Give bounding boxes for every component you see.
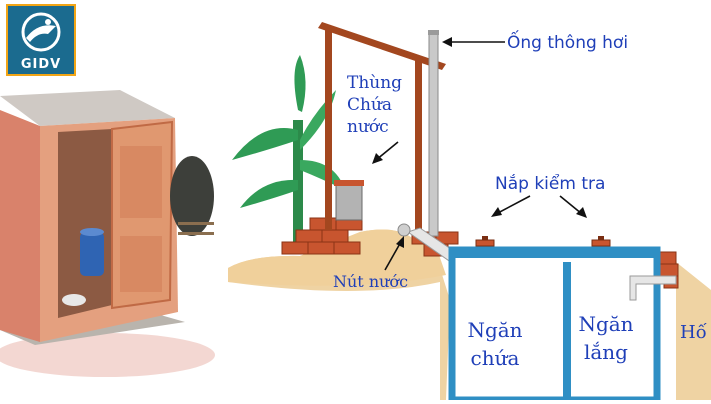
background-trees [170,156,214,236]
barrel-top [80,228,104,236]
water-bucket [334,180,364,221]
banana-leaf [294,55,306,112]
brick [281,241,309,255]
label-inspection-lid: Nắp kiểm tra [495,174,606,194]
hut-post [415,60,422,236]
brick [309,217,337,231]
banana-leaf [232,128,298,160]
water-seal-plug [397,223,411,237]
banana-leaf [240,179,298,208]
label-storage-chamber-line1: Ngăn [467,318,523,342]
label-water-plug: Nút nước [333,272,409,291]
outhouse-side-wall [0,110,40,342]
cross-section [228,22,711,404]
vent-pipe [428,31,439,237]
outhouse-roof [0,90,175,126]
arrowhead [576,207,587,218]
label-pit: Hố [680,322,707,343]
label-water-tank-line2: Chứa [347,95,393,115]
fence [178,222,214,225]
inspection-lid-left [475,239,495,247]
lid-handle-left [482,236,488,240]
label-settling-chamber-line2: lắng [583,340,628,364]
bucket-body [335,183,363,221]
label-water-tank-line1: Thùng [347,73,403,93]
arrowhead [396,236,404,248]
outhouse-shadow [0,333,215,377]
label-water-tank: Thùng Chứa nước [347,72,427,138]
arrowhead [372,153,383,164]
toilet-pan [62,294,86,306]
hut-roof-beam [318,22,446,70]
hut-frame [318,22,446,236]
brick [435,231,459,245]
bucket-rim [334,180,364,186]
barrel [80,232,104,276]
lid-handle-right [598,236,604,240]
brick [307,241,335,255]
label-storage-chamber-line2: chứa [470,346,520,370]
label-storage-chamber: Ngăn chứa [455,316,535,372]
banana-leaf [300,160,345,190]
fence-rail [178,232,214,235]
arrow-lid-right [559,195,583,215]
door-panel-upper [120,146,162,218]
hut-post [325,30,332,230]
arrowhead [491,207,502,217]
tank-divider [563,262,571,400]
brick [321,229,349,243]
outhouse-doorway [58,129,112,318]
label-settling-chamber-line1: Ngăn [578,312,634,336]
soil-surface [228,229,446,286]
logo-icon [21,12,61,52]
door-panel-lower [120,236,162,292]
outhouse-illustration [0,90,215,377]
label-water-tank-line3: nước [347,117,389,137]
inspection-lid-right [591,239,611,247]
brick [659,263,679,277]
brick [295,229,323,243]
logo: GIDV [6,4,76,76]
outlet-pipe [629,275,677,301]
logo-text: GIDV [20,57,62,72]
label-vent-pipe: Ống thông hơi [507,33,629,53]
tank-outer-wall [448,246,661,404]
vent-pipe-cap [428,30,439,35]
tank-lid-slab [452,250,657,258]
arrowhead [442,37,452,47]
septic-tank [448,236,677,404]
brick [333,241,361,255]
label-settling-chamber: Ngăn lắng [571,310,641,366]
arrow-lid-left [495,195,531,215]
callout-arrows [372,37,587,271]
